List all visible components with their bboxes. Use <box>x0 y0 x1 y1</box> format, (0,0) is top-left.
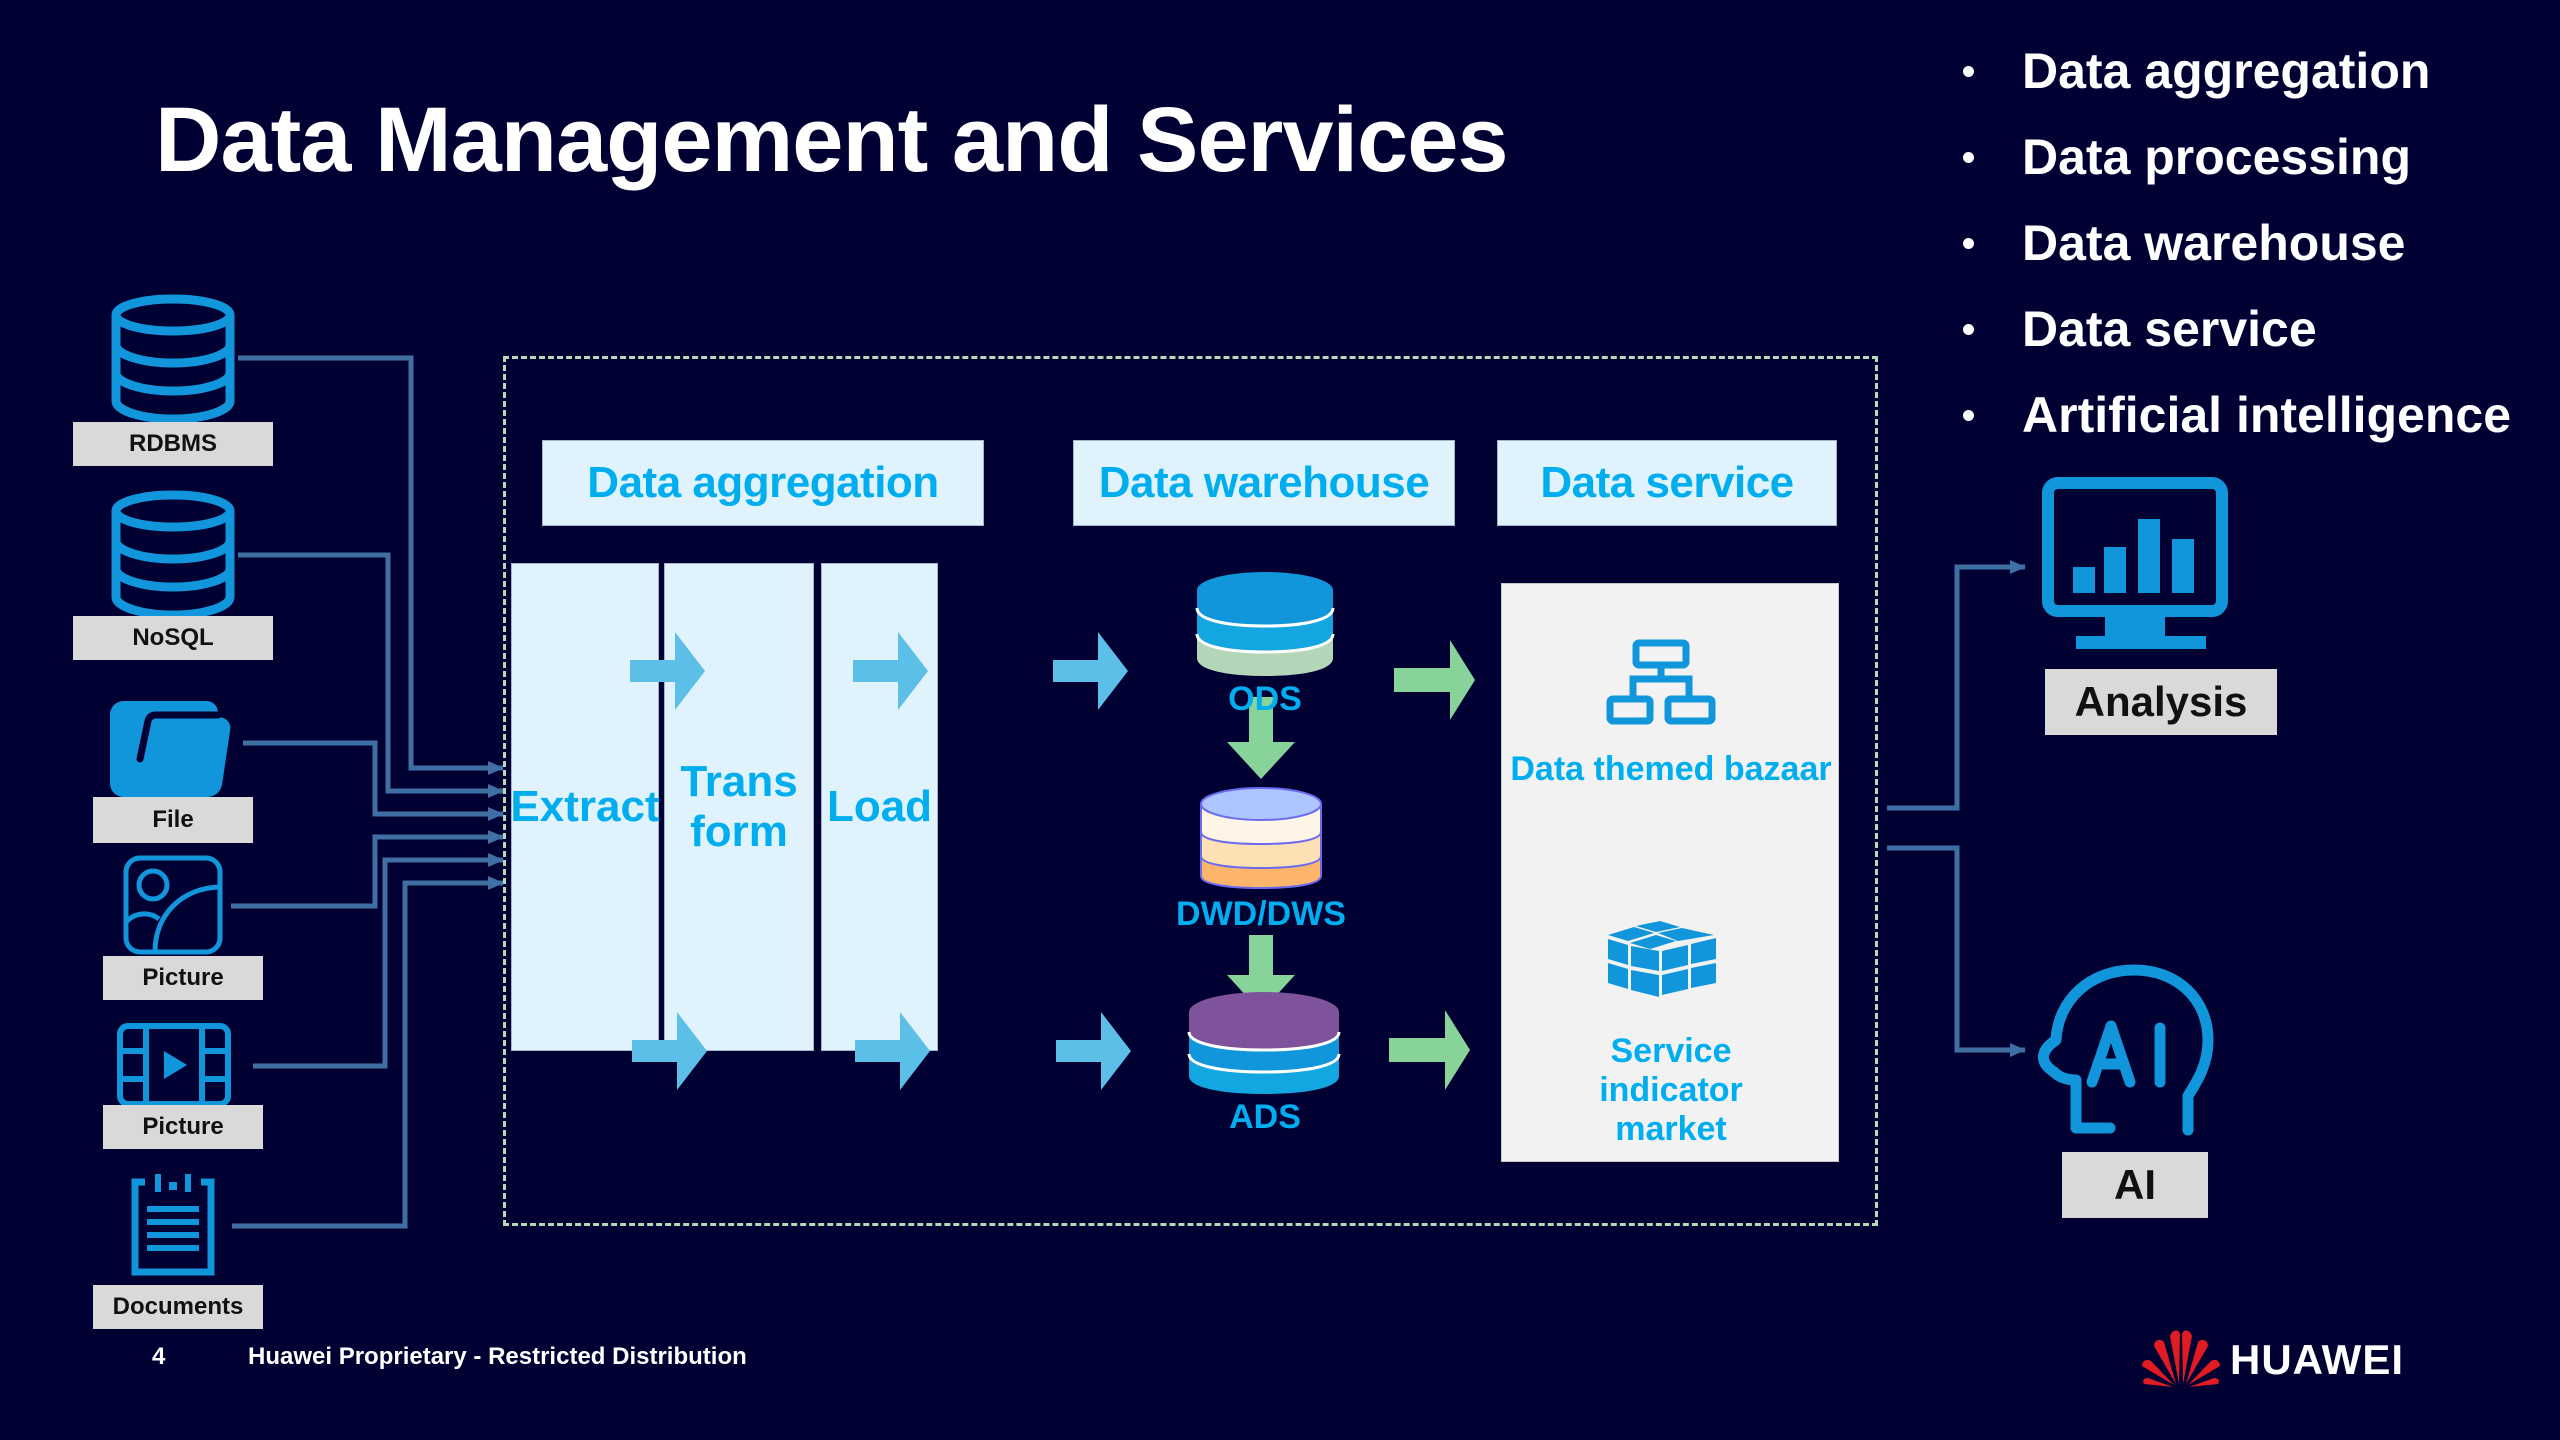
bullet-dot <box>1963 152 1974 163</box>
source-label-nosql: NoSQL <box>73 616 273 660</box>
slide-title: Data Management and Services <box>155 89 1509 191</box>
topic-item: Data service <box>1955 296 2511 382</box>
flow-arrow <box>1053 632 1128 710</box>
ai-head-icon <box>2038 964 2214 1136</box>
video-icon <box>117 1023 231 1107</box>
huawei-logo-icon <box>2142 1330 2220 1387</box>
image-icon <box>123 855 223 955</box>
green-arrow <box>1389 1010 1470 1090</box>
flow-arrow <box>632 1012 707 1090</box>
ads-label: ADS <box>1229 1098 1301 1136</box>
flow-arrow <box>853 632 928 710</box>
connector-rdbms <box>238 355 504 775</box>
service-label-indicator: Service indicator market <box>1599 1032 1743 1148</box>
connector-nosql <box>238 552 504 798</box>
connector-video <box>253 853 504 1069</box>
topic-item: Data warehouse <box>1955 210 2511 296</box>
service-panel: Data themed bazaar Service indicator mar… <box>1501 583 1839 1162</box>
connector-picture <box>231 830 504 909</box>
etl-transform: Trans form <box>664 563 814 1051</box>
page-number: 4 <box>152 1343 166 1370</box>
output-label-ai: AI <box>2062 1152 2208 1218</box>
connector-analysis <box>1887 560 2026 811</box>
hierarchy-icon <box>1606 639 1716 725</box>
monitor-chart-icon <box>2042 477 2228 649</box>
source-label-file: File <box>93 797 253 843</box>
flow-arrow <box>855 1012 930 1090</box>
folder-icon <box>110 701 231 797</box>
connector-file <box>243 740 504 821</box>
bullet-dot <box>1963 66 1974 77</box>
source-label-documents: Documents <box>93 1285 263 1329</box>
flow-arrow <box>630 632 705 710</box>
clipboard-icon <box>131 1174 215 1276</box>
ads-cylinder-icon <box>1187 992 1341 1094</box>
stage-header-warehouse: Data warehouse <box>1073 440 1455 526</box>
dwd-dws-cylinder-icon <box>1200 787 1322 890</box>
source-label-video: Picture <box>103 1105 263 1149</box>
connector-documents <box>232 876 504 1229</box>
etl-extract: Extract <box>510 563 660 1051</box>
source-label-picture: Picture <box>103 956 263 1000</box>
cube-icon <box>1608 921 1716 997</box>
database-icon <box>111 490 235 619</box>
output-label-analysis: Analysis <box>2045 669 2277 735</box>
green-arrow <box>1227 697 1295 779</box>
source-label-rdbms: RDBMS <box>73 422 273 466</box>
flow-arrow <box>1056 1012 1131 1090</box>
stage-header-service: Data service <box>1497 440 1837 526</box>
classification-text: Huawei Proprietary - Restricted Distribu… <box>248 1343 747 1370</box>
ods-cylinder-icon <box>1195 572 1335 676</box>
stage-header-aggregation: Data aggregation <box>542 440 984 526</box>
service-label-bazaar: Data themed bazaar <box>1510 750 1832 788</box>
database-icon <box>111 294 235 423</box>
processing-frame <box>503 356 1878 1226</box>
connector-ai <box>1887 845 2026 1057</box>
green-arrow <box>1394 640 1475 720</box>
dwd-dws-label: DWD/DWS <box>1176 895 1346 933</box>
topic-item: Data aggregation <box>1955 38 2511 124</box>
topic-item: Data processing <box>1955 124 2511 210</box>
topic-list: Data aggregation Data processing Data wa… <box>1955 38 2511 468</box>
bullet-dot <box>1963 324 1974 335</box>
huawei-wordmark: HUAWEI <box>2230 1336 2404 1383</box>
bullet-dot <box>1963 238 1974 249</box>
etl-load: Load <box>821 563 938 1051</box>
ods-label: ODS <box>1228 680 1302 718</box>
topic-item: Artificial intelligence <box>1955 382 2511 468</box>
bullet-dot <box>1963 410 1974 421</box>
